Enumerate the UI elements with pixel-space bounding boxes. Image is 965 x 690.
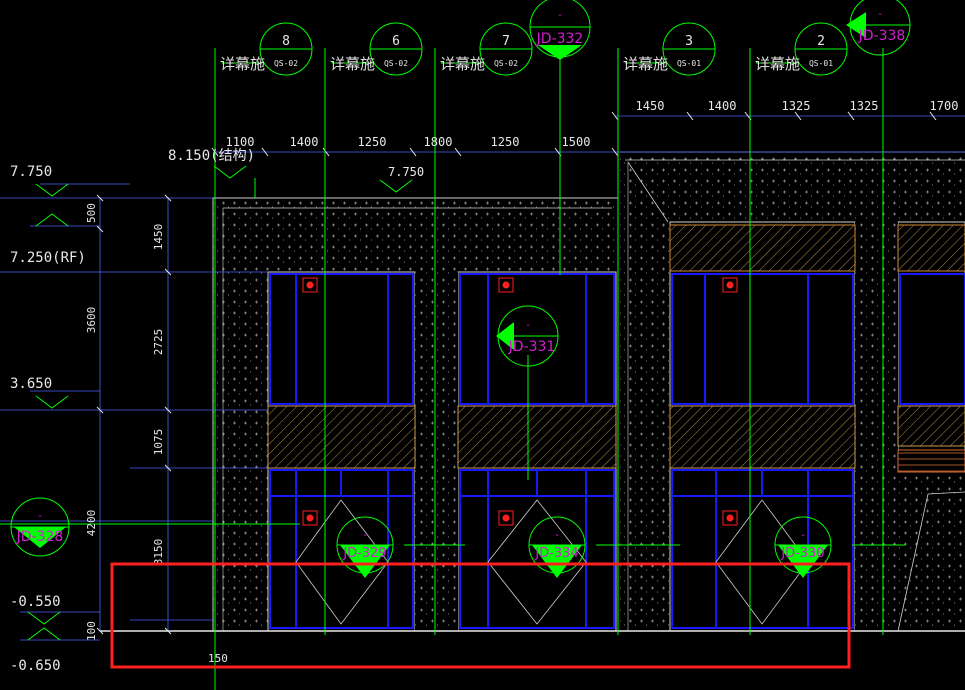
elevation-markers	[27, 165, 413, 641]
vertical-dimension-texts: 500 3600 4200 100 1450 2725 1075 3150 15…	[85, 203, 228, 665]
callout-jd-329: - JD-329	[336, 516, 394, 578]
svg-text:-: -	[38, 511, 42, 522]
dim-text: 1500	[562, 135, 591, 149]
svg-text:-: -	[526, 320, 530, 331]
callout-jd-328: - JD-328	[10, 497, 70, 557]
axis-number: 2	[817, 34, 825, 49]
dim-text: 1400	[290, 135, 319, 149]
dim-text: 1100	[226, 135, 255, 149]
svg-text:-: -	[558, 10, 562, 21]
highlight-box	[110, 562, 851, 669]
dim-text: 1325	[782, 99, 811, 113]
svg-text:JD-331: JD-331	[508, 339, 556, 355]
detail-callouts: - JD-332 - JD-338 - JD-331 - JD-328	[10, 0, 911, 578]
dim-text: 1075	[152, 429, 165, 456]
red-markers	[302, 277, 738, 526]
elevation-text: -0.550	[10, 594, 61, 610]
dim-text: 1250	[358, 135, 387, 149]
callout-jd-332: - JD-332	[529, 0, 591, 60]
axis-label: 详幕施	[440, 55, 485, 73]
axis-bubbles	[259, 22, 848, 76]
svg-text:-: -	[878, 9, 882, 20]
dimension-ticks	[96, 111, 937, 635]
callout-jd-330: - JD-330	[774, 516, 832, 578]
svg-text:JD-332: JD-332	[536, 31, 584, 47]
axis-sub: QS-02	[384, 59, 408, 68]
svg-text:-: -	[555, 530, 559, 541]
dim-text: 150	[208, 652, 228, 665]
axis-number: 3	[685, 34, 693, 49]
svg-text:JD-338: JD-338	[858, 28, 906, 44]
axis-number: 8	[282, 34, 290, 49]
svg-text:JD-334: JD-334	[534, 546, 578, 561]
axis-label: 详幕施	[330, 55, 375, 73]
dim-text: 4200	[85, 510, 98, 537]
axis-label: 详幕施	[623, 55, 668, 73]
axis-sub: QS-02	[274, 59, 298, 68]
axis-sub: QS-01	[809, 59, 833, 68]
dim-text: 100	[85, 621, 98, 641]
dimension-lines	[0, 115, 965, 641]
svg-text:JD-329: JD-329	[342, 546, 386, 561]
elevation-roof-text: 8.150(结构)	[168, 148, 255, 164]
window-mullions	[269, 273, 965, 629]
elevation-text: 3.650	[10, 376, 52, 392]
axis-label: 详幕施	[755, 55, 800, 73]
axis-number: 6	[392, 34, 400, 49]
elevation-text: 7.250(RF)	[10, 250, 86, 266]
dim-text: 1450	[152, 224, 165, 251]
axis-sub: QS-02	[494, 59, 518, 68]
axis-number: 7	[502, 34, 510, 49]
top-dimension-texts-left: 1100 1400 1250 1800 1250 1500	[226, 135, 591, 149]
spandrel-panels	[267, 224, 965, 473]
callout-jd-331: - JD-331	[496, 305, 559, 367]
dim-text: 1325	[850, 99, 879, 113]
axis-bubble-texts: 8 QS-02 详幕施 6 QS-02 详幕施 7 QS-02 详幕施 3 QS…	[220, 34, 833, 73]
axis-sub: QS-01	[677, 59, 701, 68]
dim-text: 1250	[491, 135, 520, 149]
dim-text: 2725	[152, 329, 165, 356]
elevation-parapet-text: 7.750	[388, 165, 424, 179]
grid-axis-lines	[0, 48, 905, 690]
dim-text: 1700	[930, 99, 959, 113]
dim-text: 1450	[636, 99, 665, 113]
svg-text:JD-328: JD-328	[16, 529, 64, 545]
callout-jd-334: - JD-334	[528, 516, 586, 578]
dim-text: 1800	[424, 135, 453, 149]
elevation-text: -0.650	[10, 658, 61, 674]
top-dimension-texts-right: 1450 1400 1325 1325 1700	[636, 99, 959, 113]
dim-text: 500	[85, 203, 98, 223]
svg-text:-: -	[801, 530, 805, 541]
dim-text: 1400	[708, 99, 737, 113]
callout-jd-338: - JD-338	[846, 0, 911, 56]
dim-text: 3150	[152, 539, 165, 566]
axis-label: 详幕施	[220, 55, 265, 73]
dim-text: 3600	[85, 307, 98, 334]
elevation-texts: 7.750 7.250(RF) 3.650 -0.550 -0.650 8.15…	[10, 148, 424, 674]
svg-text:-: -	[363, 530, 367, 541]
svg-text:JD-330: JD-330	[780, 546, 824, 561]
elevation-text: 7.750	[10, 164, 52, 180]
